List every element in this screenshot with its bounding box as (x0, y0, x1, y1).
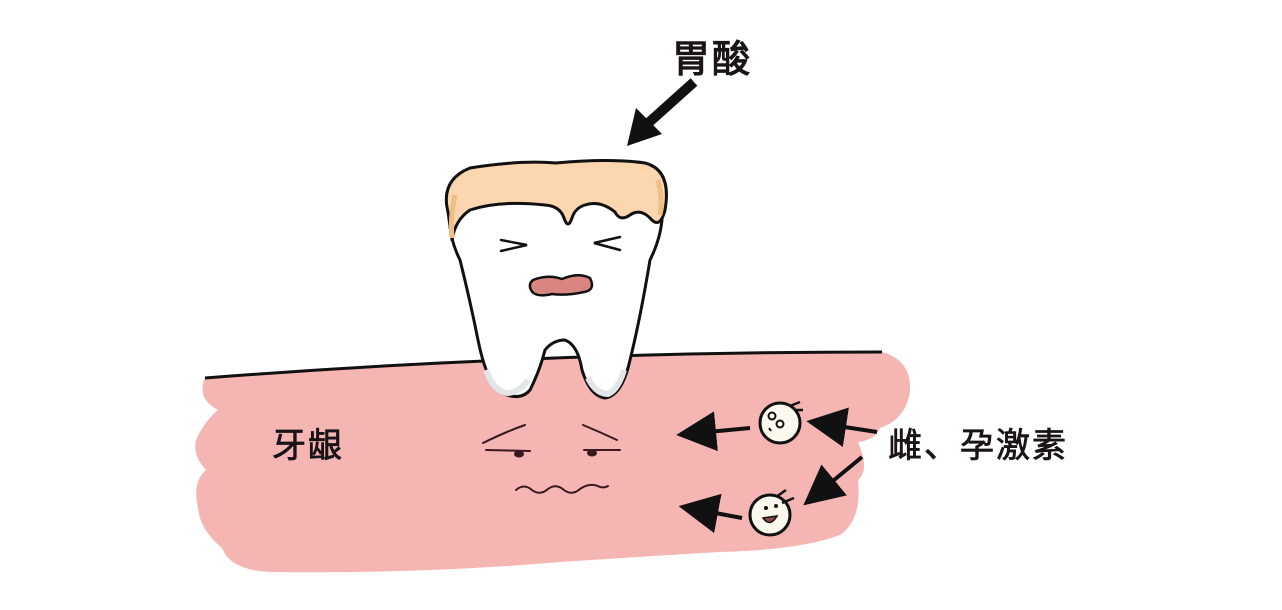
gum-face (482, 424, 621, 494)
hormone-character-estrogen (758, 400, 803, 445)
arrow-left-icon (678, 493, 743, 534)
stomach-acid-label: 胃酸 (672, 37, 753, 81)
tooth-face (499, 235, 622, 297)
arrow-left-icon (806, 407, 878, 447)
arrow-down-left-icon (803, 455, 864, 506)
hormone-character-progesterone (748, 488, 795, 537)
hormones-label: 雌、孕激素 (888, 426, 1068, 467)
tooth (444, 159, 668, 400)
arrow-left-icon (676, 411, 751, 452)
eroded-enamel (444, 159, 668, 242)
gum-label: 牙龈 (272, 426, 344, 467)
hormone-arrows (676, 407, 878, 534)
stomach-acid-arrow-icon (627, 78, 698, 146)
